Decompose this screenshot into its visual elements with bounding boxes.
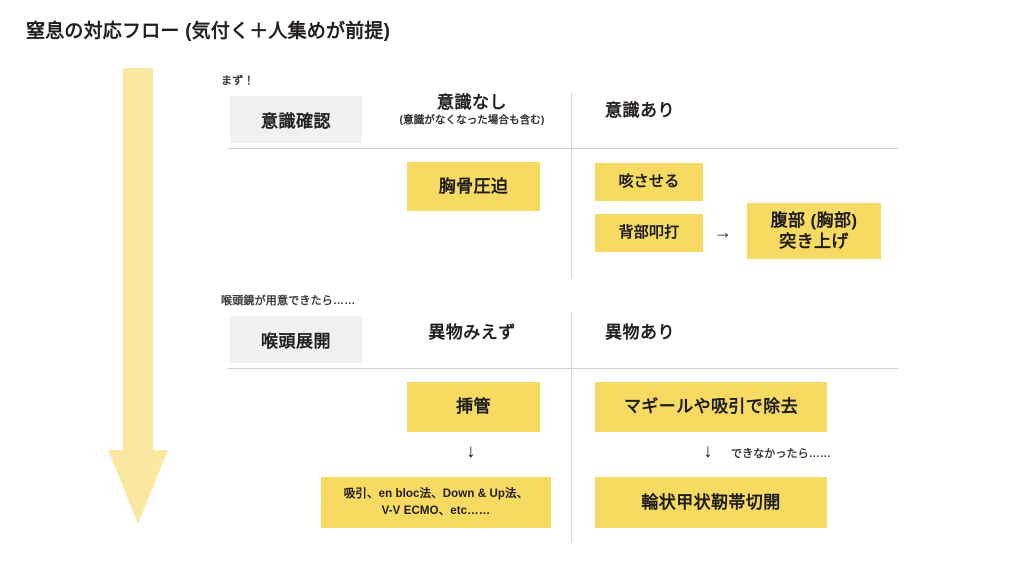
box-cricothyrotomy-label: 輪状甲状靭帯切開 [641,492,781,512]
box-back-blows: 背部叩打 [595,214,703,252]
box-techniques-label: 吸引、en bloc法、Down & Up法、 V-V ECMO、etc…… [343,487,529,517]
box-magill-removal: マギールや吸引で除去 [595,382,827,432]
page-title: 窒息の対応フロー (気付く＋人集めが前提) [26,21,391,42]
section-2-vertical-divider [571,312,572,542]
box-cough-label: 咳させる [618,172,680,190]
box-techniques: 吸引、en bloc法、Down & Up法、 V-V ECMO、etc…… [321,477,551,528]
downward-progress-arrow [106,68,170,524]
section-1-vertical-divider [571,92,572,278]
section-1-header-cell-label: 意識確認 [261,112,331,131]
box-magill-removal-label: マギールや吸引で除去 [624,397,798,417]
section-2-horizontal-rule [228,368,898,369]
section-2-column-2-title: 異物あり [605,323,675,342]
box-cricothyrotomy: 輪状甲状靭帯切開 [595,477,827,528]
section-2-header-cell-label: 喉頭展開 [261,332,331,351]
section-2-column-1-title: 異物みえず [428,323,516,342]
section-1-horizontal-rule [228,148,898,149]
section-2-caption: 喉頭鏡が用意できたら…… [221,295,356,307]
box-abdominal-thrust-label: 腹部 (胸部) 突き上げ [770,210,858,251]
section-1-column-2-header: 意識あり [605,100,805,121]
section-1-column-1-header: 意識なし (意識がなくなった場合も含む) [380,92,564,128]
section-1-header-cell: 意識確認 [230,96,362,143]
down-arrow-left-icon: ↓ [466,441,476,462]
section-1-column-2-title: 意識あり [605,101,675,120]
down-arrow-right-icon: ↓ [703,441,713,462]
box-cough: 咳させる [595,163,703,201]
section-2-header-cell: 喉頭展開 [230,316,362,363]
right-arrow-icon: → [714,222,732,242]
box-abdominal-thrust: 腹部 (胸部) 突き上げ [747,203,881,259]
down-arrow-right-note: できなかったら…… [731,448,831,460]
box-back-blows-label: 背部叩打 [618,223,680,241]
box-chest-compression: 胸骨圧迫 [407,162,540,211]
section-2-column-1-header: 異物みえず [380,322,564,343]
box-intubation: 挿管 [407,382,540,432]
box-intubation-label: 挿管 [456,397,491,417]
section-1-column-1-subtitle: (意識がなくなった場合も含む) [399,114,545,127]
section-1-caption: まず！ [221,75,255,87]
section-2-column-2-header: 異物あり [605,322,805,343]
section-1-column-1-title: 意識なし [437,93,507,112]
box-chest-compression-label: 胸骨圧迫 [438,176,509,196]
